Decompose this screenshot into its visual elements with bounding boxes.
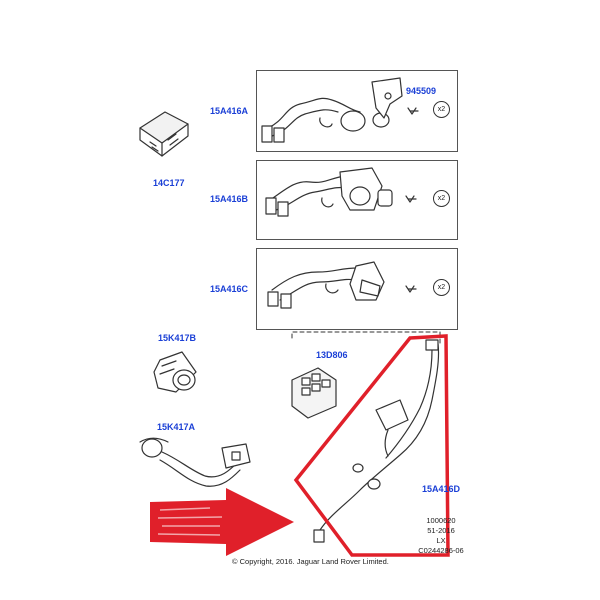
module-14c177-drawing: [139, 111, 189, 157]
meta-line: LX: [436, 536, 446, 545]
meta-line: C0244286-06: [418, 546, 464, 555]
callout-13d806[interactable]: 13D806: [316, 350, 348, 360]
diagram-reference: 1000620 51-2016 LX C0244286-06: [398, 516, 484, 556]
harness-15a416c-drawing: [267, 261, 417, 309]
quantity-badge-c: x2: [433, 279, 450, 296]
connector-15k417a-drawing: [139, 437, 251, 487]
harness-15a416d-drawing: [313, 339, 440, 543]
callout-15k417a[interactable]: 15K417A: [157, 422, 196, 432]
meta-line: 51-2016: [427, 526, 455, 535]
harness-15a416b-drawing: [265, 167, 417, 217]
copyright-text: © Copyright, 2016. Jaguar Land Rover Lim…: [232, 557, 389, 566]
callout-15a416b[interactable]: 15A416B: [210, 194, 249, 204]
meta-line: 1000620: [426, 516, 456, 525]
quantity-badge-a: x2: [433, 101, 450, 118]
harness-15a416a-drawing: [261, 77, 419, 143]
quantity-badge-b: x2: [433, 190, 450, 207]
callout-945509[interactable]: 945509: [406, 86, 437, 96]
callout-15a416d[interactable]: 15A416D: [422, 484, 461, 494]
red-arrow: [150, 488, 294, 556]
dashed-bracket: [291, 331, 441, 347]
callout-15k417b[interactable]: 15K417B: [158, 333, 197, 343]
harness-b-box: [256, 160, 458, 240]
callout-15a416c[interactable]: 15A416C: [210, 284, 249, 294]
switch-13d806-drawing: [291, 367, 337, 419]
harness-a-box: [256, 70, 458, 152]
callout-15a416a[interactable]: 15A416A: [210, 106, 249, 116]
connector-15k417b-drawing: [153, 351, 197, 393]
harness-c-box: [256, 248, 458, 330]
red-highlight: [293, 334, 450, 557]
callout-14c177[interactable]: 14C177: [153, 178, 185, 188]
